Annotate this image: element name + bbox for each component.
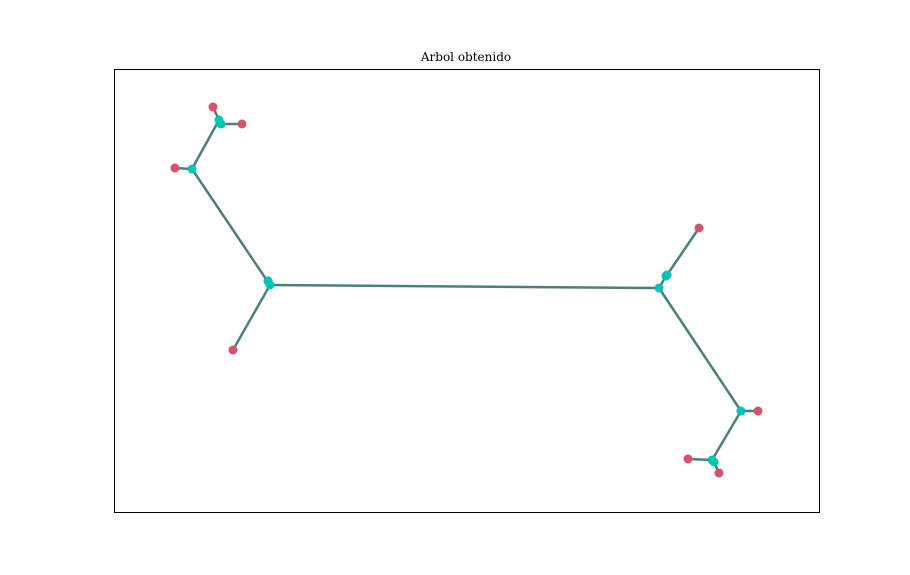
leaf-node [170,163,180,173]
tree-nodes [170,102,763,478]
plot-title: Arbol obtenido [420,50,511,64]
internal-node [662,270,672,280]
leaf-node [237,119,247,129]
internal-node [736,406,746,416]
tree-edge [657,286,743,413]
leaf-node [228,345,238,355]
tree-edge [665,226,701,277]
internal-node [709,457,719,467]
leaf-node [208,102,218,112]
internal-node [216,119,226,129]
internal-node [187,164,197,174]
plot-frame [114,69,820,513]
internal-node [654,283,664,293]
tree-edge [268,283,661,290]
internal-node [263,276,273,286]
tree-edge [710,409,743,462]
leaf-node [694,223,704,233]
tree-edge [231,283,272,352]
tree-edge [190,167,272,287]
leaf-node [714,468,724,478]
leaf-node [683,454,693,464]
leaf-node [753,406,763,416]
tree-edge [190,118,221,171]
